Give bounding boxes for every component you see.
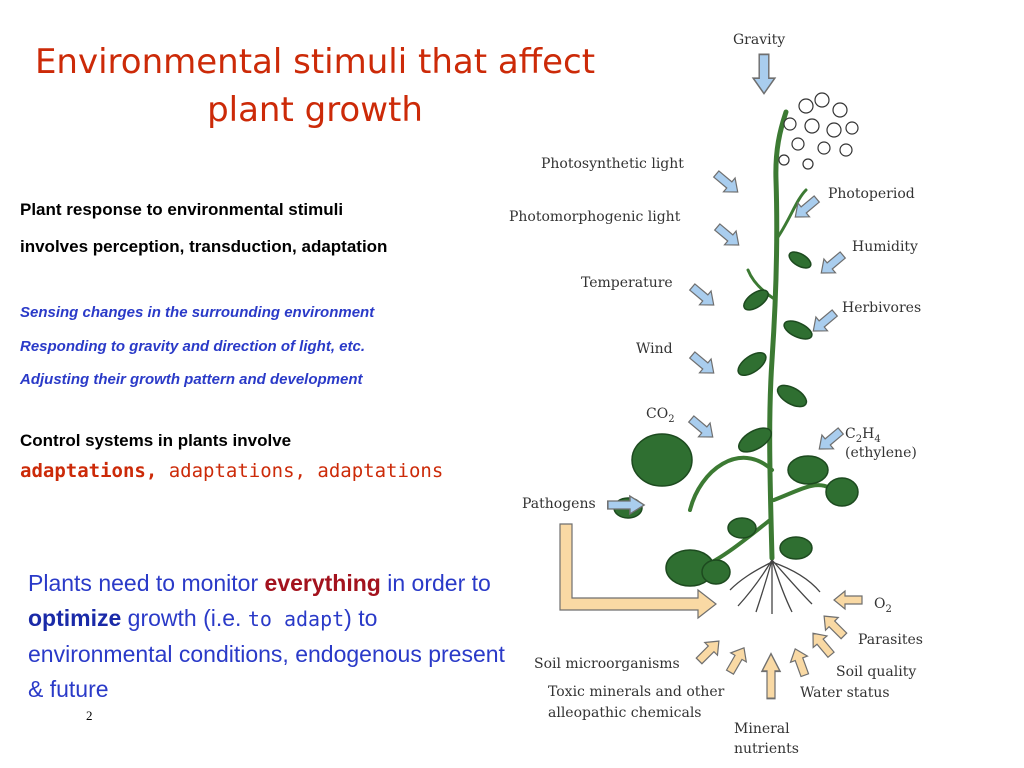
label-co2: CO2	[646, 406, 675, 425]
word-to-adapt: to adapt	[247, 607, 345, 631]
arrow-o2	[833, 590, 863, 610]
arrow-c2h4	[812, 423, 848, 457]
label-soil-microorganisms: Soil microorganisms	[534, 656, 680, 672]
label-ethylene: (ethylene)	[845, 445, 917, 461]
label-pathogens: Pathogens	[522, 496, 596, 512]
arrow-pathogens-elbow	[559, 523, 717, 620]
label-o2: O2	[874, 596, 892, 615]
label-soil-quality: Soil quality	[836, 664, 916, 680]
summary-paragraph: Plants need to monitor everything in ord…	[28, 566, 508, 707]
plant-flowers	[778, 92, 859, 170]
arrow-gravity	[752, 53, 776, 95]
label-humidity: Humidity	[852, 239, 918, 255]
arrow-photomorphogenic-light	[710, 219, 746, 253]
arrow-wind	[685, 347, 721, 381]
below-ground-arrows	[692, 590, 863, 700]
intro-line-1: Plant response to environmental stimuli	[20, 200, 344, 219]
label-photomorphogenic-light: Photomorphogenic light	[509, 209, 681, 225]
diagram-labels: Gravity Photosynthetic light Photoperiod…	[509, 32, 923, 757]
arrow-toxic-minerals	[721, 642, 753, 678]
para-text-4: ) to environmental conditions, endogenou…	[28, 605, 505, 702]
label-temperature: Temperature	[581, 275, 673, 291]
arrow-humidity	[814, 247, 850, 281]
para-text-2: in order to	[380, 570, 491, 596]
adaptations-line: adaptations, adaptations, adaptations	[20, 460, 443, 482]
label-toxic-minerals-1: Toxic minerals and other	[548, 684, 725, 700]
label-photoperiod: Photoperiod	[828, 186, 915, 202]
title-line-1: Environmental stimuli that affect	[34, 42, 596, 82]
label-toxic-minerals-2: alleopathic chemicals	[548, 705, 701, 721]
label-parasites: Parasites	[858, 632, 923, 648]
plant-stem	[688, 109, 832, 570]
label-c2h4: C2H4	[845, 426, 881, 445]
label-herbivores: Herbivores	[842, 300, 921, 316]
slide-title: Environmental stimuli that affect plant …	[0, 38, 630, 134]
italic-item-3: Adjusting their growth pattern and devel…	[20, 371, 363, 388]
label-wind: Wind	[636, 341, 673, 357]
arrow-soil-microorganisms	[692, 634, 726, 668]
arrow-soil-quality	[805, 626, 839, 662]
plant-roots	[729, 559, 821, 614]
arrow-mineral-nutrients	[761, 652, 781, 700]
arrow-temperature	[685, 279, 721, 313]
italic-item-1: Sensing changes in the surrounding envir…	[20, 304, 375, 321]
title-line-2: plant growth	[207, 90, 423, 130]
arrow-co2	[684, 411, 720, 445]
arrow-photosynthetic-light	[709, 166, 745, 200]
arrow-water-status	[786, 645, 814, 679]
para-text-3: growth (i.e.	[121, 605, 248, 631]
adaptations-bold: adaptations,	[20, 460, 158, 482]
adaptations-rest: adaptations, adaptations	[157, 460, 444, 482]
label-mineral-1: Mineral	[734, 721, 790, 737]
label-mineral-2: nutrients	[734, 741, 799, 757]
para-text-1: Plants need to monitor	[28, 570, 265, 596]
page-number: 2	[86, 708, 93, 723]
arrow-herbivores	[806, 305, 842, 339]
label-gravity: Gravity	[733, 32, 785, 48]
italic-item-2: Responding to gravity and direction of l…	[20, 338, 366, 355]
control-heading: Control systems in plants involve	[20, 431, 292, 450]
word-optimize: optimize	[28, 605, 122, 631]
word-everything: everything	[264, 570, 381, 596]
intro-line-2: involves perception, transduction, adapt…	[20, 237, 388, 256]
label-water-status: Water status	[800, 685, 890, 701]
label-photosynthetic-light: Photosynthetic light	[541, 156, 684, 172]
